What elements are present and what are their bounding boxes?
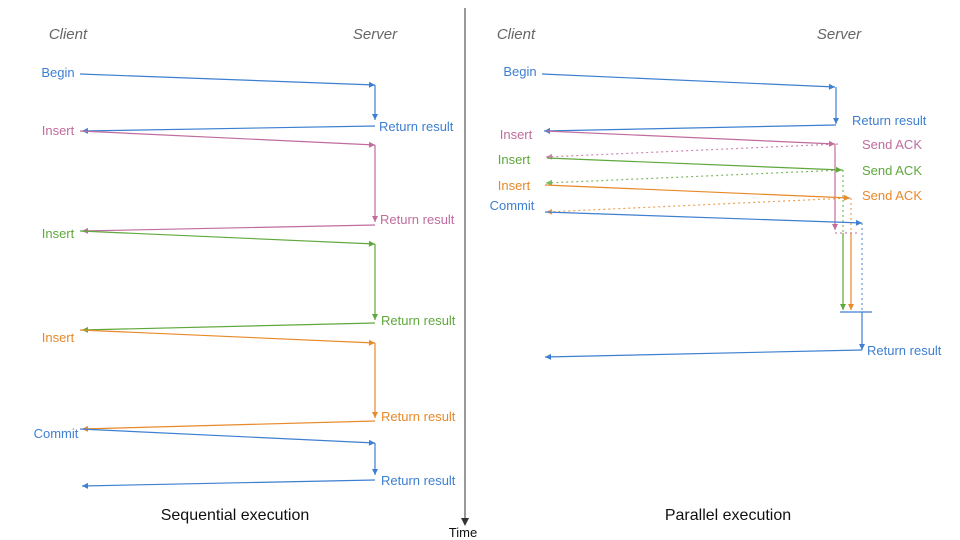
seq-req-insert-3: Insert xyxy=(42,330,75,345)
seq-response-arrow-4-arrowhead xyxy=(82,482,89,489)
seq-resp-insert-1: Return result xyxy=(380,212,455,227)
par-req-begin: Begin xyxy=(503,64,536,79)
seq-req-commit: Commit xyxy=(34,426,79,441)
par-begin-response xyxy=(543,124,837,132)
seq-processing-arrow-3-arrowhead xyxy=(372,412,378,418)
par-begin-arrow xyxy=(541,73,836,88)
par-ack-2: Send ACK xyxy=(862,163,922,178)
par-ack-1: Send ACK xyxy=(862,137,922,152)
seq-request-arrow-0 xyxy=(79,73,376,86)
seq-resp-insert-2: Return result xyxy=(381,313,456,328)
seq-processing-arrow-4-arrowhead xyxy=(372,469,378,475)
seq-req-begin: Begin xyxy=(41,65,74,80)
seq-server-header: Server xyxy=(353,26,398,43)
time-axis-arrow xyxy=(461,518,469,526)
seq-response-arrow-1 xyxy=(81,224,376,232)
par-insert3-arrow xyxy=(544,184,851,199)
par-ack1-arrow xyxy=(545,143,839,158)
seq-request-arrow-4-arrowhead xyxy=(368,439,375,446)
par-req-commit: Commit xyxy=(490,198,535,213)
seq-response-arrow-2 xyxy=(81,322,376,331)
par-commit-processing-arrowhead xyxy=(859,344,865,350)
seq-request-arrow-0-arrowhead xyxy=(368,81,375,88)
seq-request-arrow-3-arrowhead xyxy=(368,339,375,346)
par-insert2-processing-arrowhead xyxy=(840,304,846,310)
par-client-header: Client xyxy=(497,26,536,43)
seq-request-arrow-4 xyxy=(79,428,376,444)
seq-request-arrow-3 xyxy=(79,329,376,344)
par-resp-commit: Return result xyxy=(867,343,942,358)
par-title: Parallel execution xyxy=(665,507,791,524)
seq-resp-begin: Return result xyxy=(379,119,454,134)
seq-response-arrow-3 xyxy=(81,420,376,430)
time-label: Time xyxy=(449,525,477,540)
par-insert2-arrow xyxy=(546,157,843,171)
seq-request-arrow-2-arrowhead xyxy=(368,240,375,247)
seq-request-arrow-1-arrowhead xyxy=(368,141,375,148)
seq-req-insert-1: Insert xyxy=(42,123,75,138)
par-insert3-processing-arrowhead xyxy=(848,304,854,310)
par-ack2-arrow-arrowhead xyxy=(546,179,553,186)
par-insert1-processing-arrowhead xyxy=(832,224,838,230)
par-resp-begin: Return result xyxy=(852,113,927,128)
par-begin-processing-arrowhead xyxy=(833,118,839,124)
seq-response-arrow-0 xyxy=(81,125,376,132)
seq-response-arrow-4 xyxy=(81,479,376,487)
par-commit-arrow xyxy=(544,211,863,224)
par-insert1-arrow xyxy=(544,130,836,145)
seq-client-header: Client xyxy=(49,26,88,43)
par-insert2-arrow-arrowhead xyxy=(835,166,842,173)
par-insert3-arrow-arrowhead xyxy=(843,194,850,201)
par-begin-arrow-arrowhead xyxy=(828,83,835,90)
seq-req-insert-2: Insert xyxy=(42,226,75,241)
seq-title: Sequential execution xyxy=(161,507,310,524)
par-server-header: Server xyxy=(817,26,862,43)
par-ack1-arrow-arrowhead xyxy=(546,153,553,160)
par-ack3-arrow xyxy=(545,197,851,213)
seq-processing-arrow-2-arrowhead xyxy=(372,314,378,320)
seq-request-arrow-2 xyxy=(79,230,376,245)
par-req-insert-3: Insert xyxy=(498,178,531,193)
par-commit-arrow-arrowhead xyxy=(855,219,862,226)
seq-processing-arrow-0-arrowhead xyxy=(372,114,378,120)
seq-resp-commit: Return result xyxy=(381,473,456,488)
seq-resp-insert-3: Return result xyxy=(381,409,456,424)
par-req-insert-2: Insert xyxy=(498,152,531,167)
par-req-insert-1: Insert xyxy=(500,127,533,142)
par-ack2-arrow xyxy=(545,169,844,184)
seq-request-arrow-1 xyxy=(79,130,376,146)
par-commit-response-arrowhead xyxy=(545,353,552,360)
par-ack-3: Send ACK xyxy=(862,188,922,203)
seq-processing-arrow-1-arrowhead xyxy=(372,216,378,222)
par-commit-response xyxy=(544,349,863,358)
